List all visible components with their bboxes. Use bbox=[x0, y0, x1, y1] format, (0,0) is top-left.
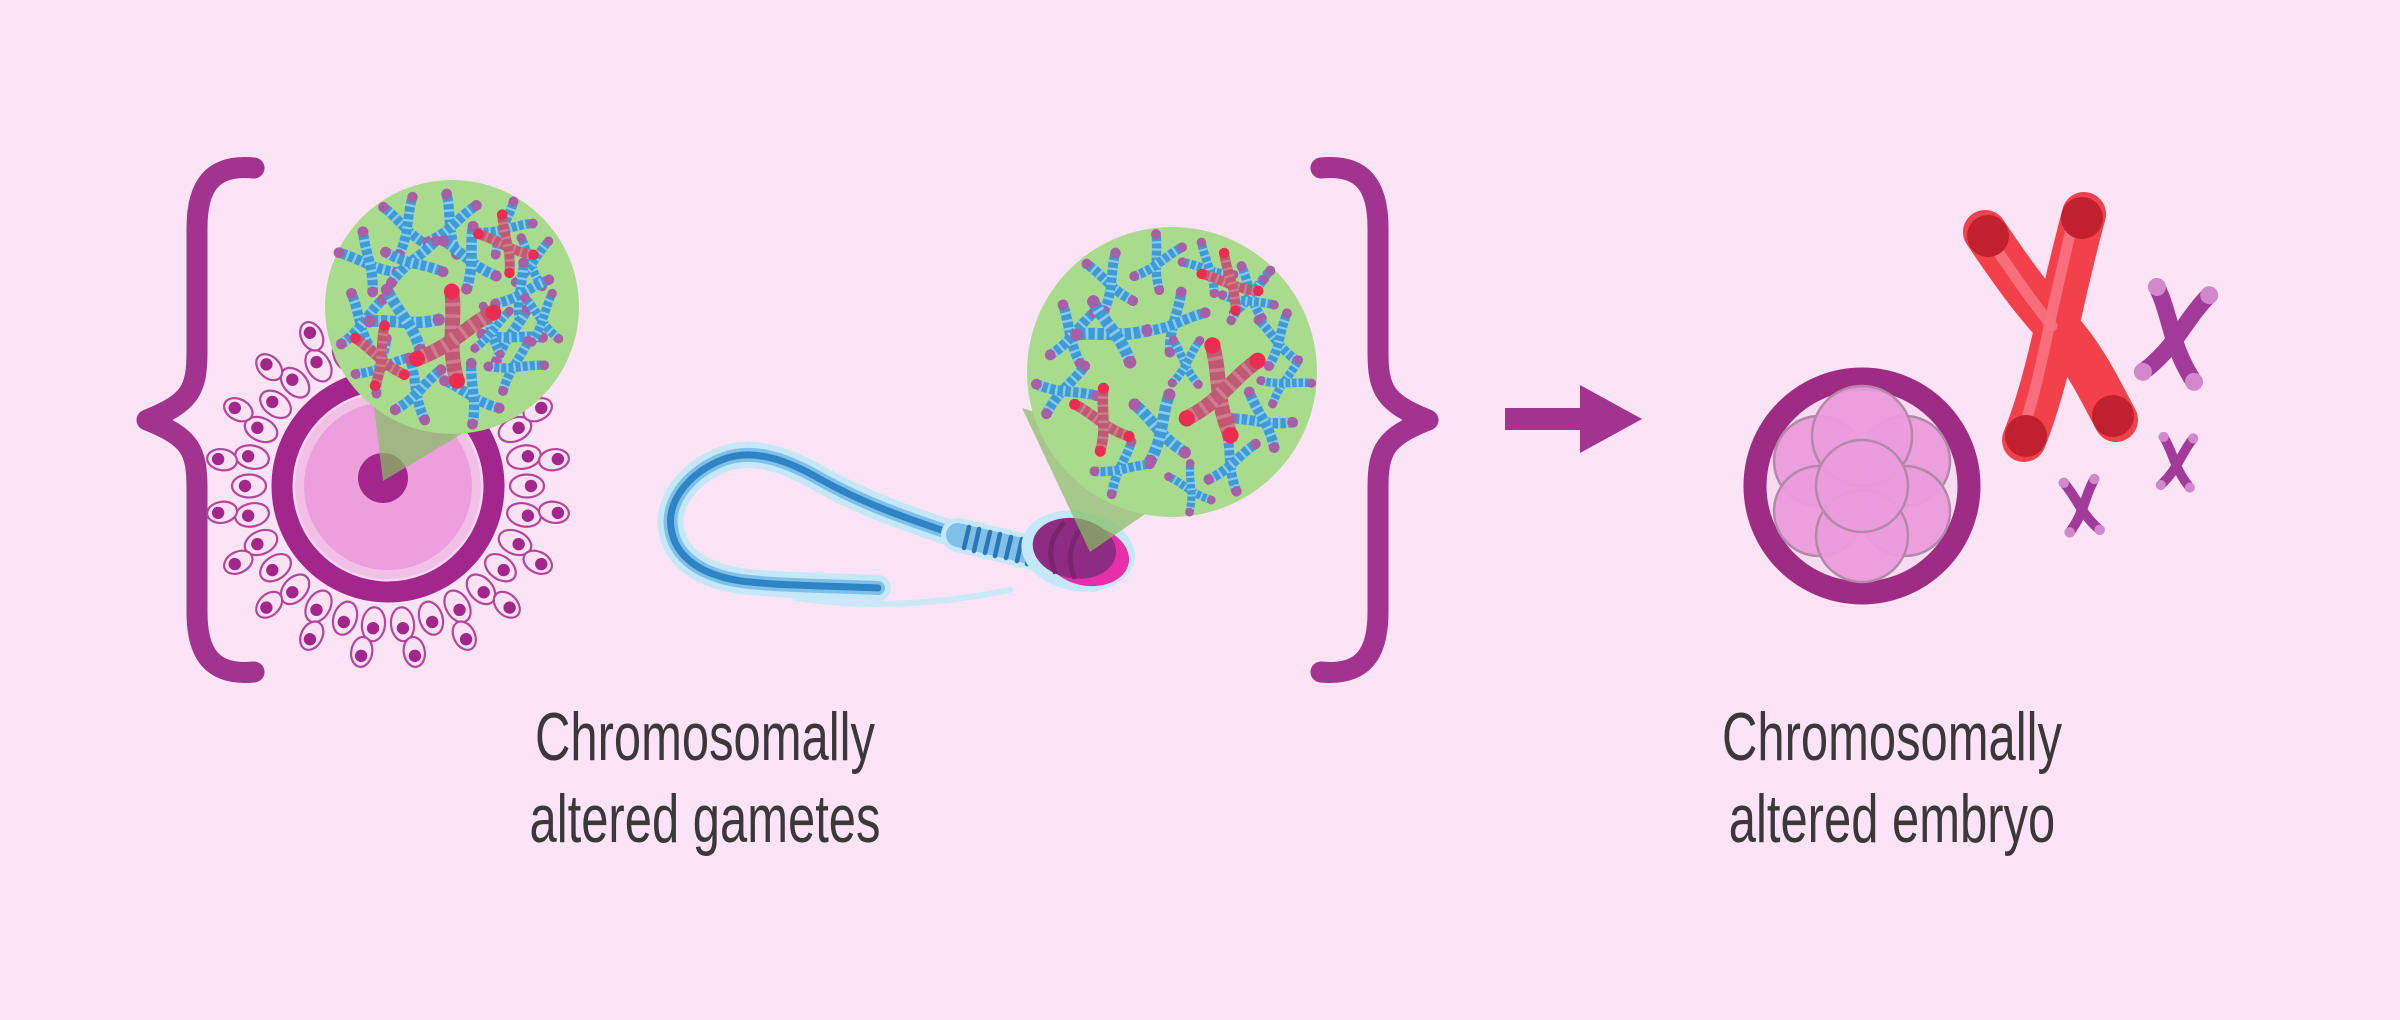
normal-chromosome bbox=[1256, 355, 1317, 409]
corona-cell bbox=[223, 549, 254, 575]
corona-cell bbox=[465, 573, 497, 606]
red-x-telomere bbox=[1967, 215, 2009, 257]
sperm-cell bbox=[657, 441, 1135, 608]
normal-chromosome bbox=[1167, 335, 1205, 389]
corona-cell bbox=[389, 606, 416, 643]
corona-cell bbox=[243, 528, 279, 557]
altered-chromosome bbox=[2058, 473, 2105, 538]
altered-chromosome bbox=[1196, 247, 1264, 316]
blastomere bbox=[1814, 438, 1910, 534]
corona-cell bbox=[522, 549, 553, 575]
corona-cell bbox=[234, 444, 270, 470]
normal-chromosome bbox=[437, 220, 502, 295]
sperm-tail-core bbox=[667, 451, 966, 592]
embryo-label-line1: Chromosomally bbox=[1722, 698, 2062, 775]
corona-cell bbox=[230, 473, 268, 499]
corona-cell bbox=[508, 473, 546, 499]
corona-cell bbox=[417, 600, 445, 636]
normal-chromosome bbox=[1089, 436, 1155, 500]
corona-cell bbox=[299, 620, 325, 651]
arrow-head bbox=[1580, 385, 1642, 453]
normal-chromosome bbox=[380, 235, 449, 289]
corona-cell bbox=[255, 590, 284, 619]
normal-chromosome bbox=[1253, 308, 1302, 372]
corona-cell bbox=[255, 353, 284, 382]
red-x-highlight bbox=[1988, 240, 2058, 332]
sperm-callout bbox=[1022, 227, 1317, 552]
egg-chromosome-set bbox=[333, 188, 564, 430]
altered-chromosome bbox=[473, 209, 539, 279]
blastomeres bbox=[1772, 384, 1952, 584]
normal-chromosome bbox=[520, 288, 564, 347]
sperm-head-crease bbox=[1048, 520, 1067, 575]
corona-cell bbox=[304, 348, 333, 383]
corona-cell bbox=[234, 502, 270, 528]
normal-chromosome bbox=[1164, 459, 1216, 517]
gametes-label-line1: Chromosomally bbox=[535, 698, 875, 775]
altered-chromosome-red-x bbox=[1963, 192, 2138, 462]
red-x-arm bbox=[2002, 192, 2106, 462]
corona-cell bbox=[537, 500, 570, 525]
arrow-icon bbox=[1505, 385, 1642, 453]
corona-cell bbox=[443, 589, 472, 624]
corona-cell bbox=[484, 552, 517, 583]
altered-chromosome bbox=[2155, 431, 2199, 493]
embryo-label-line2: altered embryo bbox=[1729, 780, 2055, 857]
red-x-telomere bbox=[2092, 395, 2134, 437]
corona-cell bbox=[331, 600, 359, 636]
corona-cell bbox=[506, 502, 542, 528]
red-x-telomere bbox=[2005, 415, 2047, 457]
corona-cell bbox=[360, 606, 387, 643]
altered-chromosome bbox=[349, 320, 410, 392]
corona-cell bbox=[349, 635, 374, 668]
corona-cell bbox=[223, 397, 254, 423]
sperm-tail-wisp bbox=[792, 587, 1013, 608]
corona-cell bbox=[304, 589, 333, 624]
closing-brace bbox=[1310, 157, 1439, 683]
red-x-telomere bbox=[2061, 197, 2103, 239]
egg-callout bbox=[325, 180, 579, 481]
altered-chromosomes-purple bbox=[2058, 277, 2219, 538]
corona-cell bbox=[492, 590, 521, 619]
normal-chromosome bbox=[1226, 386, 1298, 453]
embryo-cell bbox=[1743, 367, 1981, 605]
corona-cell bbox=[299, 321, 325, 352]
normal-chromosome bbox=[333, 226, 403, 298]
corona-cell bbox=[279, 573, 311, 606]
corona-cell bbox=[243, 415, 279, 444]
corona-cell bbox=[497, 415, 533, 444]
normal-chromosome bbox=[1217, 274, 1279, 326]
corona-cell bbox=[537, 447, 570, 472]
corona-cell bbox=[506, 444, 542, 470]
altered-chromosome bbox=[2133, 277, 2219, 391]
normal-chromosome bbox=[1129, 229, 1187, 296]
corona-cell bbox=[259, 389, 292, 420]
normal-chromosome bbox=[483, 335, 550, 396]
corona-cell bbox=[402, 635, 427, 668]
red-x-highlight bbox=[2018, 220, 2078, 432]
corona-cell bbox=[206, 500, 239, 525]
normal-chromosome bbox=[1141, 286, 1211, 358]
corona-cell bbox=[259, 552, 292, 583]
corona-cell bbox=[451, 620, 477, 651]
normal-chromosome bbox=[439, 357, 505, 430]
altered-chromosome bbox=[409, 283, 502, 389]
altered-chromosome bbox=[1178, 337, 1266, 444]
gametes-label-line2: altered gametes bbox=[530, 780, 881, 857]
corona-cell bbox=[497, 528, 533, 557]
opening-brace bbox=[136, 157, 265, 683]
corona-cell bbox=[206, 447, 239, 472]
sperm-chromosome-set bbox=[1031, 229, 1317, 517]
normal-chromosome bbox=[1081, 247, 1139, 316]
altered-chromosome bbox=[1069, 382, 1135, 457]
corona-cell bbox=[279, 366, 311, 399]
